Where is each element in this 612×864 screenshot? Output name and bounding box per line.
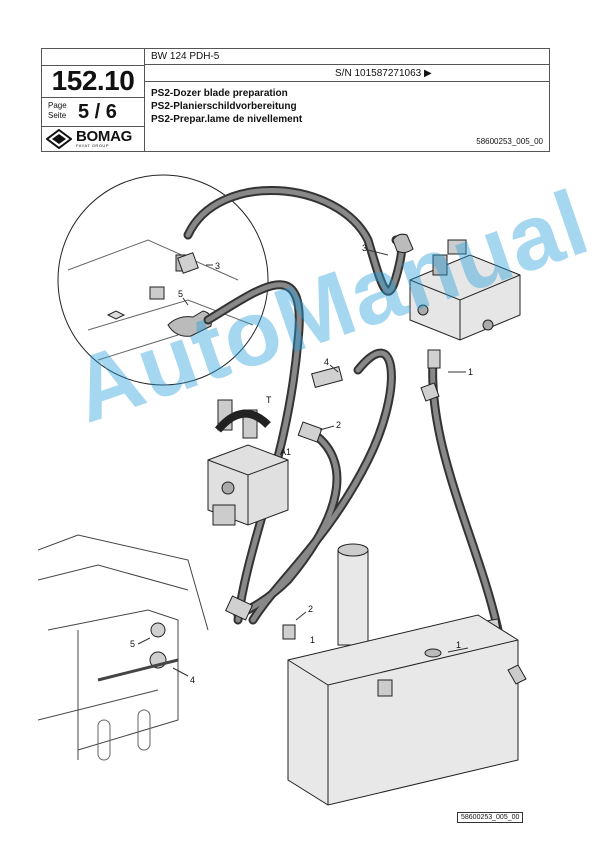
serial-number: S/N 101587271063 ▶ — [335, 68, 432, 79]
logo-subtitle: FAYAT GROUP — [76, 143, 109, 148]
port-label-a1: A1 — [280, 447, 291, 457]
machine-frame — [38, 534, 209, 631]
section-code: 152.10 — [42, 65, 144, 98]
exploded-hose-diagram: 3 5 3 4 1 2 T A1 2 1 1 5 4 — [38, 174, 527, 806]
callout-3-detail: 3 — [215, 261, 220, 271]
logo-word: BOMAG — [76, 128, 132, 145]
port-label-t: T — [266, 395, 272, 405]
header-table: 152.10 Page Seite 5 / 6 BOMAG FAYAT GROU… — [41, 48, 550, 152]
callout-1-fitting: 1 — [310, 635, 315, 645]
header-top-strip — [42, 49, 144, 66]
figure-reference: 58600253_005_00 — [457, 812, 524, 823]
callout-3-pump: 3 — [362, 243, 367, 253]
serial-number-row: S/N 101587271063 ▶ — [145, 66, 549, 82]
title-fr: PS2-Prepar.lame de nivellement — [151, 114, 303, 125]
header-left-column: 152.10 Page Seite 5 / 6 BOMAG FAYAT GROU… — [42, 49, 145, 151]
callout-1-upper: 1 — [468, 367, 473, 377]
title-block: PS2-Dozer blade preparation PS2-Planiers… — [151, 87, 302, 126]
model-name: BW 124 PDH-5 — [145, 49, 549, 65]
title-en: PS2-Dozer blade preparation — [151, 88, 288, 99]
page-indicator: Page Seite 5 / 6 — [42, 98, 144, 127]
hydraulic-tank — [287, 614, 519, 806]
page-label: Page Seite — [48, 101, 67, 120]
bomag-diamond-icon — [46, 129, 72, 149]
callout-1-tank: 1 — [456, 640, 461, 650]
callout-4-lower: 4 — [190, 675, 195, 685]
callout-4-upper: 4 — [324, 357, 329, 367]
bomag-logo: BOMAG FAYAT GROUP — [46, 129, 140, 149]
callout-2-valve: 2 — [336, 420, 341, 430]
callout-5-lower: 5 — [130, 639, 135, 649]
callout-2-lower: 2 — [308, 604, 313, 614]
detail-circle — [57, 174, 269, 386]
page-number: 5 / 6 — [78, 101, 117, 123]
tank-filler-neck — [337, 549, 369, 646]
title-de: PS2-Planierschildvorbereitung — [151, 101, 297, 112]
callout-5-detail: 5 — [178, 289, 183, 299]
document-reference: 58600253_005_00 — [476, 137, 543, 146]
